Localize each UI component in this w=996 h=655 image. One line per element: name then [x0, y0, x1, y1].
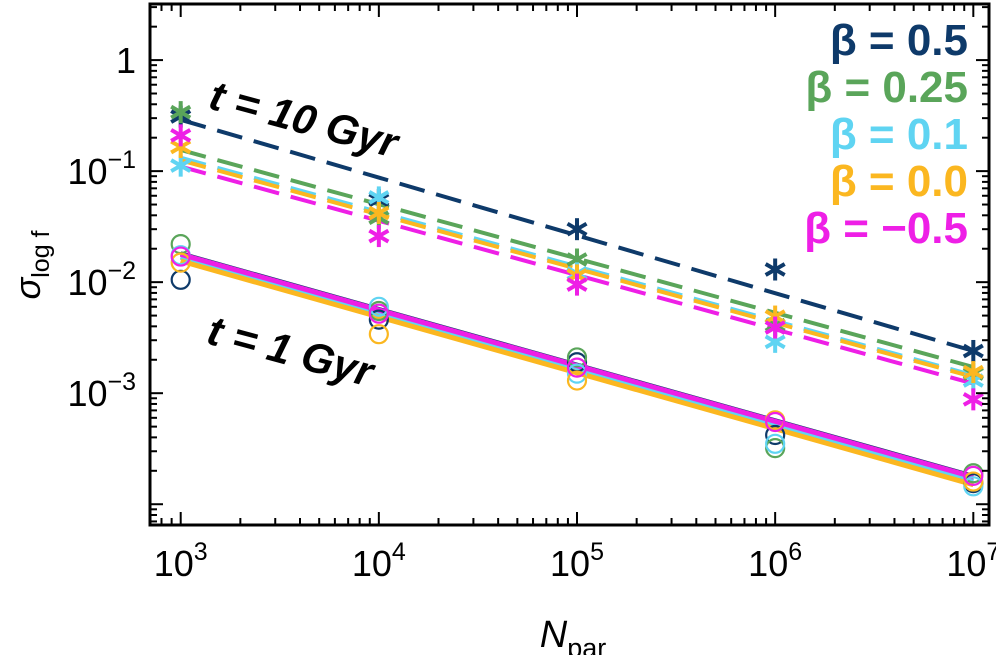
annotation-t1: t = 1 Gyr	[203, 306, 381, 396]
data-point-circle	[566, 370, 588, 391]
tick-labels: 103 104 105 106 107 1 10−1 10−2 10−3	[67, 40, 996, 584]
star-stroke	[764, 320, 786, 335]
data-point-star	[764, 316, 786, 339]
star-stroke	[368, 205, 390, 221]
star-stroke	[170, 104, 192, 120]
data-point-circle	[765, 438, 786, 459]
x-tick-label: 103	[154, 538, 208, 584]
x-tick-label: 106	[748, 538, 802, 584]
data-point-circle	[566, 363, 588, 384]
data-point-star	[962, 361, 984, 384]
y-axis-label: σlog f	[7, 230, 55, 299]
data-point-circle	[765, 424, 786, 446]
x-tick-label: 107	[946, 538, 996, 584]
star-stroke	[368, 228, 390, 244]
data-point-circle	[170, 252, 191, 273]
data-point-circle	[368, 309, 389, 330]
data-point-star	[962, 339, 984, 362]
legend: β = 0.5β = 0.25β = 0.1β = 0.0β = −0.5	[804, 16, 968, 253]
fit-line-t10	[180, 164, 974, 386]
fit-line-t1	[180, 258, 974, 488]
star-stroke	[962, 343, 984, 359]
data-point-star	[170, 124, 192, 147]
star-stroke	[962, 364, 984, 380]
data-point-circle	[963, 476, 984, 497]
data-point-circle	[765, 433, 786, 454]
data-point-circle	[566, 357, 588, 378]
data-point-circle	[566, 347, 588, 368]
y-tick-label: 10−3	[67, 368, 136, 414]
data-point-star	[566, 218, 588, 241]
data-point-circle	[765, 411, 786, 433]
star-stroke	[368, 190, 390, 205]
x-tick-label: 104	[352, 538, 406, 584]
data-point-circle	[368, 324, 389, 345]
star-stroke	[566, 277, 588, 292]
annotation-t10: t = 10 Gyr	[205, 71, 406, 167]
data-point-circle	[963, 471, 984, 492]
data-layer	[170, 101, 984, 497]
axis-ticks	[149, 4, 989, 525]
star-stroke	[566, 221, 588, 237]
data-point-star	[764, 258, 786, 281]
data-point-star	[170, 101, 192, 124]
fit-line-t1	[180, 254, 974, 484]
fit-line-t10	[180, 148, 974, 369]
data-point-star	[566, 273, 588, 296]
legend-entry: β = −0.5	[804, 204, 968, 253]
fit-line-t10	[180, 117, 974, 353]
star-stroke	[170, 158, 192, 173]
star-stroke	[962, 392, 984, 407]
x-axis-label: Npar	[540, 614, 606, 655]
y-tick-label: 10−1	[67, 146, 136, 192]
star-stroke	[566, 252, 588, 267]
data-point-star	[962, 388, 984, 411]
data-point-circle	[368, 303, 389, 324]
y-tick-label: 10−2	[67, 257, 136, 303]
legend-entry: β = 0.5	[830, 16, 968, 65]
star-stroke	[764, 309, 786, 324]
data-point-circle	[368, 296, 389, 317]
data-point-star	[368, 201, 390, 224]
y-tick-label: 1	[116, 40, 136, 81]
legend-entry: β = 0.25	[805, 63, 968, 112]
plot-frame	[148, 2, 991, 527]
data-point-circle	[170, 269, 191, 290]
data-point-star	[368, 225, 390, 248]
legend-entry: β = 0.0	[830, 157, 968, 206]
data-point-circle	[963, 465, 984, 486]
x-tick-label: 105	[550, 538, 604, 584]
legend-entry: β = 0.1	[830, 110, 968, 159]
fit-line-t10	[180, 158, 974, 379]
star-stroke	[170, 139, 192, 155]
star-stroke	[764, 334, 786, 350]
data-point-star	[170, 154, 192, 177]
data-point-circle	[170, 246, 191, 267]
star-stroke	[170, 128, 192, 143]
star-stroke	[764, 262, 786, 277]
